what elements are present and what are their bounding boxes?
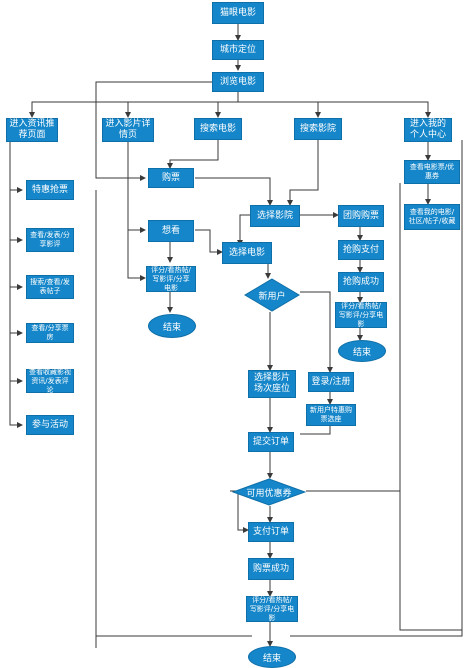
new-special-node: 新用户特惠购票选座 bbox=[306, 404, 356, 426]
login-node: 登录/注册 bbox=[308, 372, 354, 392]
maoyan-node: 猫眼电影 bbox=[212, 2, 264, 24]
new-user-label: 新用户 bbox=[258, 291, 286, 302]
group-buy-node: 团购购票 bbox=[338, 205, 384, 227]
view-collect-node: 查看收藏影视资讯/发表评论 bbox=[26, 368, 74, 394]
rate2-node: 评分/看热帖/写影评/分享电影 bbox=[335, 302, 387, 328]
snatch-pay-node: 抢购支付 bbox=[338, 240, 384, 260]
end1-node: 结束 bbox=[148, 314, 196, 338]
search-movie-node: 搜索电影 bbox=[194, 118, 242, 140]
rate1-node: 评分/看热帖/写影评/分享电影 bbox=[146, 266, 196, 292]
coupon-diamond: 可用优惠券 bbox=[232, 478, 306, 506]
detail-node: 进入影片详情页 bbox=[102, 118, 154, 142]
city-node: 城市定位 bbox=[212, 40, 264, 60]
news-node: 进入资讯推荐页面 bbox=[6, 118, 58, 142]
my-collect-node: 查看我的电影/社区/帖子/收藏 bbox=[404, 204, 460, 230]
submit-node: 提交订单 bbox=[248, 432, 294, 452]
activity-node: 参与活动 bbox=[26, 415, 74, 435]
view-box-node: 查看/分享票房 bbox=[26, 323, 74, 343]
rate3-node: 评分/看热帖/写影评/分享电影 bbox=[246, 596, 298, 622]
coupon-label: 可用优惠券 bbox=[246, 488, 292, 499]
select-cinema-node: 选择影院 bbox=[250, 205, 300, 227]
view-review-node: 查看/发表/分享影评 bbox=[26, 228, 74, 252]
browse-node: 浏览电影 bbox=[212, 72, 264, 92]
my-ticket-node: 查看电影票/优惠券 bbox=[404, 160, 460, 184]
end2-node: 结束 bbox=[338, 340, 386, 362]
end3-node: 结束 bbox=[248, 646, 296, 668]
buy-ok-node: 购票成功 bbox=[248, 558, 294, 580]
watch-node: 想看 bbox=[148, 220, 194, 242]
pay-node: 支付订单 bbox=[248, 522, 294, 542]
search-post-node: 搜索/查看/发表帖子 bbox=[26, 275, 74, 299]
select-movie-node: 选择电影 bbox=[222, 242, 272, 264]
special-node: 特惠抢票 bbox=[26, 180, 74, 200]
new-user-diamond: 新用户 bbox=[244, 278, 300, 312]
mycenter-node: 进入我的个人中心 bbox=[404, 118, 452, 142]
snatch-ok-node: 抢购成功 bbox=[338, 272, 384, 292]
select-seat-node: 选择影片场次座位 bbox=[248, 370, 296, 398]
search-cinema-node: 搜索影院 bbox=[294, 118, 342, 140]
buy-node: 购票 bbox=[148, 168, 194, 188]
